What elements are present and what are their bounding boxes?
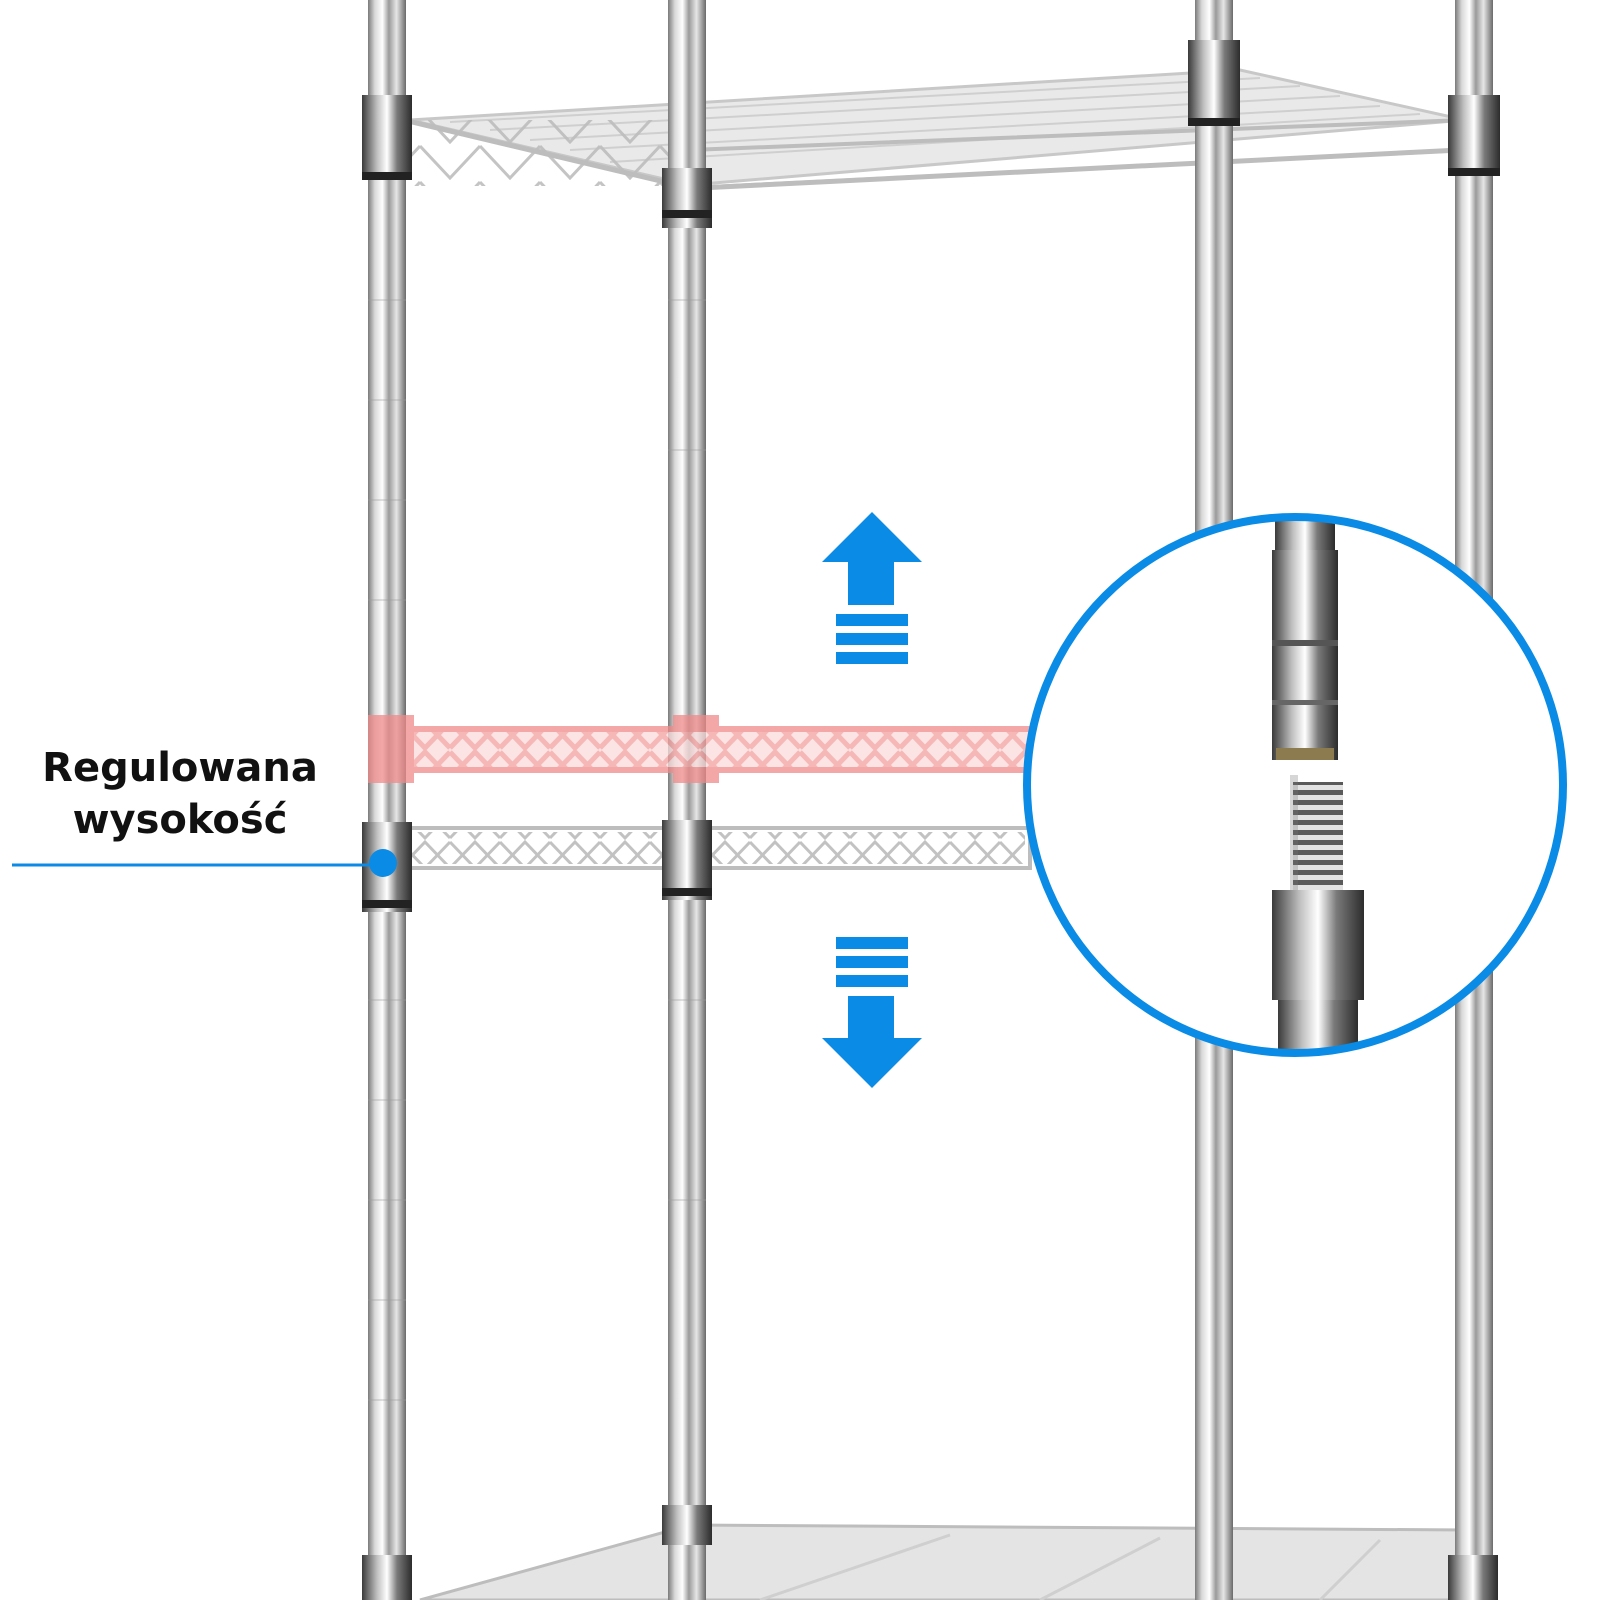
label-line-1: Regulowana [42, 745, 318, 791]
highlight-shelf [368, 715, 1034, 783]
middle-shelf [403, 826, 1032, 870]
callout-dot [369, 849, 397, 877]
adjustable-height-label: Regulowana wysokość [20, 742, 340, 846]
arrow-up-icon [822, 512, 922, 664]
zoom-detail [1023, 513, 1567, 1057]
bottom-shelf [419, 1523, 1467, 1600]
arrow-down-icon [822, 937, 922, 1088]
top-shelf [409, 68, 1467, 191]
label-line-2: wysokość [72, 797, 288, 843]
